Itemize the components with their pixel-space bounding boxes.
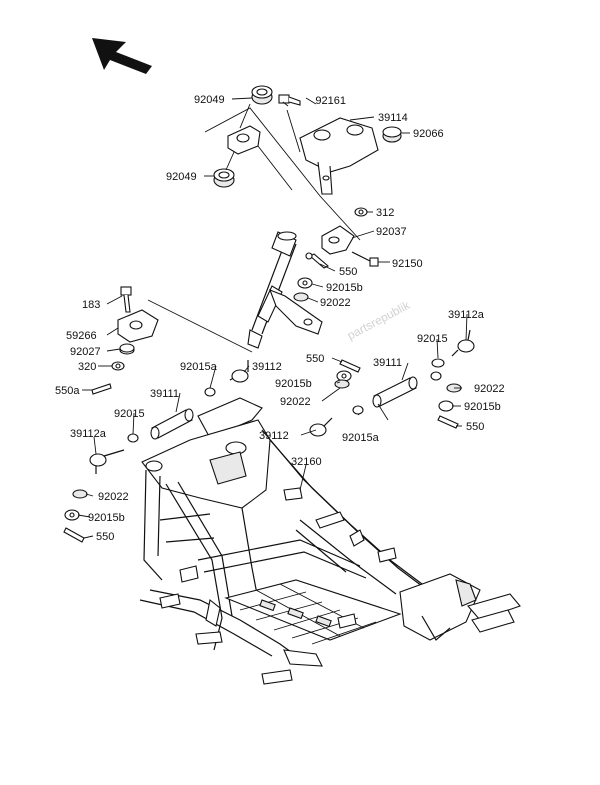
direction-arrow-icon [92, 38, 152, 74]
bushing-lower [213, 168, 235, 188]
cotter-pin-top [305, 252, 329, 269]
callout-39111-right: 39111 [373, 357, 402, 369]
callout-550-lower: 550 [96, 531, 114, 543]
tie-rod-end-center [309, 417, 333, 437]
callout-labels: 92049 92161 39114 92066 92049 312 92037 … [55, 94, 505, 543]
callout-550-mid: 550 [306, 353, 324, 365]
callout-312: 312 [376, 207, 394, 219]
callout-92015a-right: 92015a [342, 432, 380, 444]
bracket-left-group [91, 286, 253, 395]
bracket-59266 [117, 309, 159, 343]
callout-39112a-left: 39112a [70, 428, 107, 440]
callout-92015-right: 92015 [417, 333, 448, 345]
steering-holder [299, 117, 379, 195]
bushing-upper [251, 85, 273, 105]
callout-39114: 39114 [378, 112, 408, 124]
callout-92161: 92161 [315, 95, 346, 107]
callout-550-right: 550 [466, 421, 484, 433]
callout-550-top: 550 [339, 266, 357, 278]
callout-92049-upper: 92049 [194, 94, 225, 106]
nut-column [293, 277, 313, 302]
callout-92015-left: 92015 [114, 408, 145, 420]
callout-32160: 32160 [291, 456, 322, 468]
washer-92027 [119, 343, 135, 355]
cap-92066 [382, 126, 402, 143]
callout-320: 320 [78, 361, 96, 373]
leader-lines [77, 97, 468, 539]
bolt-92161 [278, 94, 301, 106]
callout-92015a-left: 92015a [180, 361, 218, 373]
pin-550a [91, 383, 112, 395]
callout-92015b-column: 92015b [326, 282, 363, 294]
callout-92027: 92027 [70, 346, 101, 358]
callout-59266: 59266 [66, 330, 97, 342]
callout-92049-lower: 92049 [166, 171, 197, 183]
callout-92015b-right: 92015b [464, 401, 501, 413]
clamp-lower [321, 225, 355, 255]
tie-rod-end-right [451, 329, 475, 357]
watermark-text: partsrepublik [345, 298, 413, 343]
hardware-lower-left [63, 489, 88, 543]
callout-92150: 92150 [392, 258, 423, 270]
nut-320 [111, 361, 125, 371]
callout-550a: 550a [55, 385, 80, 397]
tie-rod-right [309, 329, 475, 437]
callout-92015b-mid: 92015b [275, 378, 312, 390]
frame-32160 [139, 397, 521, 685]
nut-312 [354, 207, 368, 217]
callout-39112-lower: 39112 [259, 430, 289, 442]
callout-39112-upper: 39112 [252, 361, 282, 373]
callout-92037: 92037 [376, 226, 407, 238]
callout-92022-mid: 92022 [280, 396, 311, 408]
steering-column-group [204, 85, 402, 349]
tie-rod-end-left [89, 449, 125, 474]
callout-183: 183 [82, 299, 100, 311]
callout-92015b-lower: 92015b [88, 512, 125, 524]
bolt-92150 [351, 251, 379, 267]
callout-92066: 92066 [413, 128, 444, 140]
cotter-pin-mid [339, 359, 361, 373]
callout-39111-left: 39111 [150, 388, 179, 400]
bolt-183 [120, 286, 132, 313]
steering-shaft [247, 231, 323, 349]
callout-92022-column: 92022 [320, 297, 351, 309]
callout-92022-lower: 92022 [98, 491, 129, 503]
clamp-left [227, 125, 261, 155]
callout-39112a-right: 39112a [448, 309, 485, 321]
cotter-pin-right [437, 415, 459, 429]
callout-92022-right: 92022 [474, 383, 505, 395]
